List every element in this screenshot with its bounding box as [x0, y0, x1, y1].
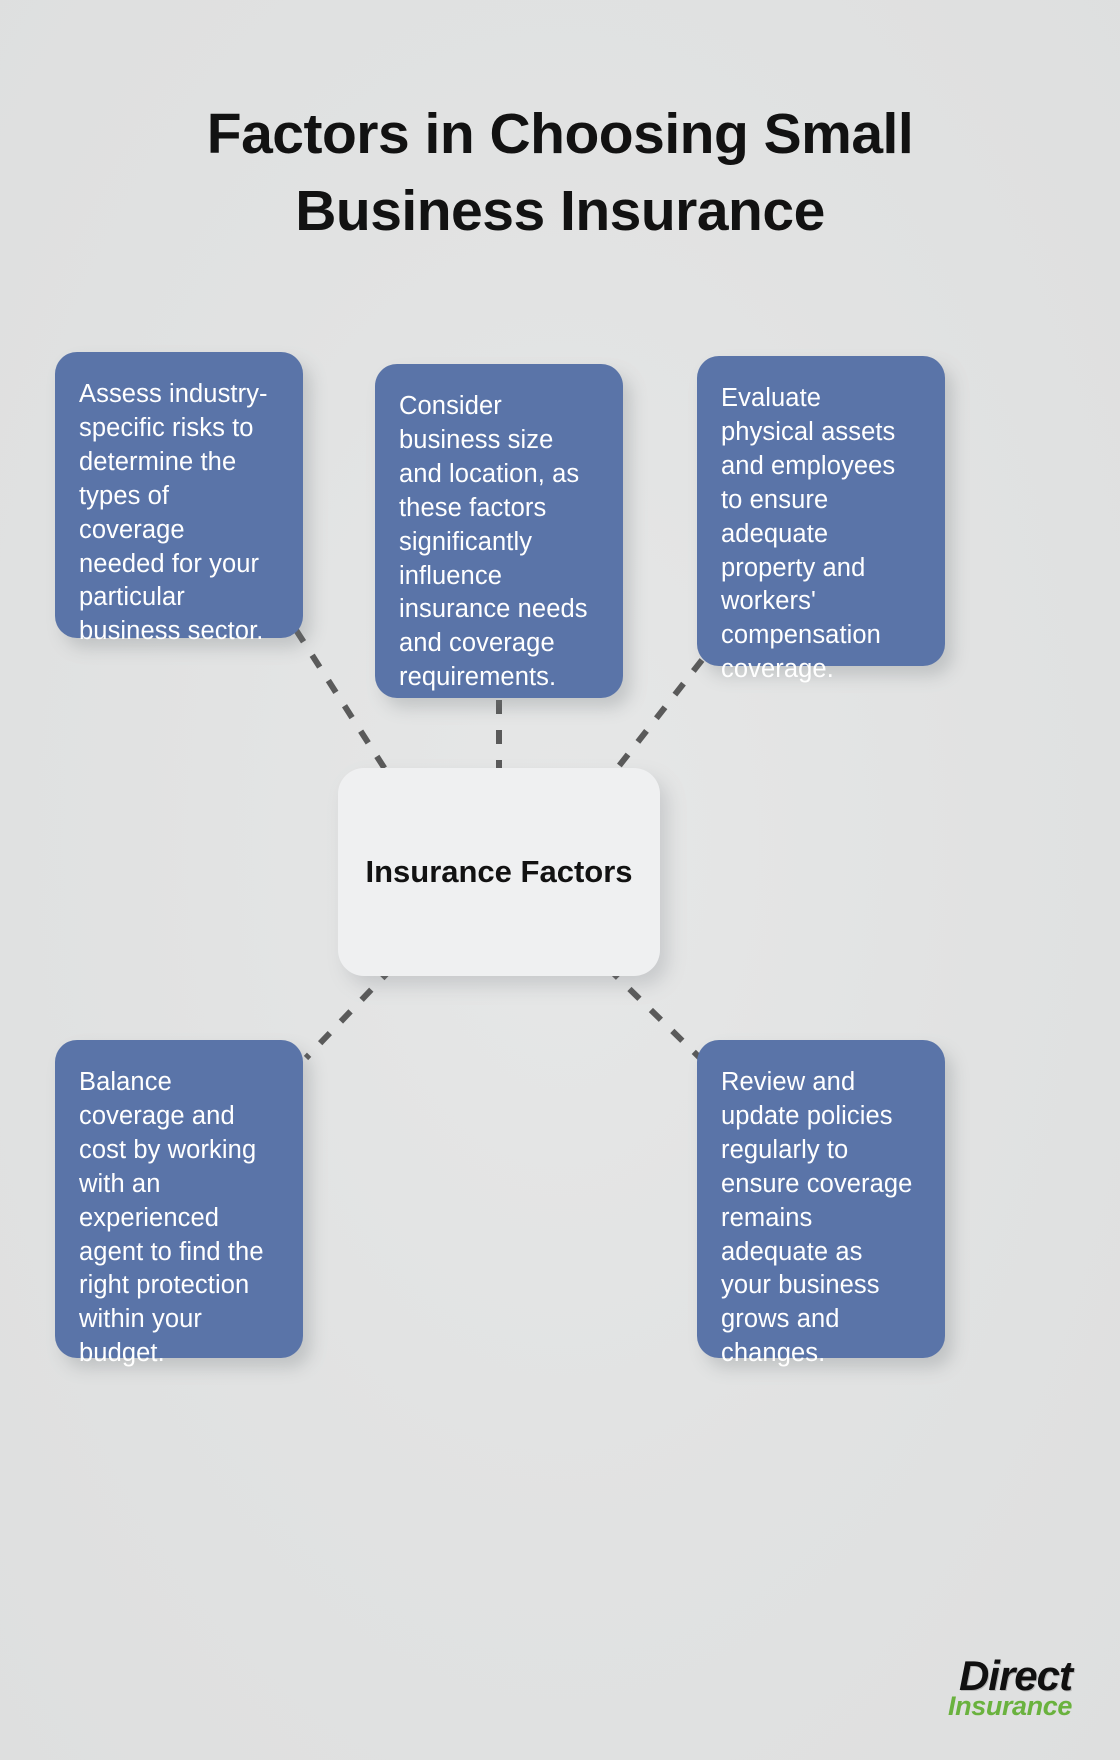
factor-card-bottom-right[interactable]: Review and update policies regularly to …	[697, 1040, 945, 1367]
brand-logo-primary-text: Direct	[958, 1652, 1073, 1699]
factor-card-text: Balance coverage and cost by working wit…	[79, 1068, 264, 1368]
factor-card-text: Assess industry-specific risks to determ…	[79, 380, 268, 646]
factor-card-text: Consider business size and location, as …	[399, 392, 588, 692]
connector-bottom-left	[303, 965, 395, 1061]
factor-card-top-right[interactable]: Evaluate physical assets and employees t…	[697, 356, 945, 683]
factor-card-text: Review and update policies regularly to …	[721, 1068, 913, 1368]
brand-logo-secondary-text: Insurance	[948, 1691, 1072, 1721]
factor-card-bottom-left[interactable]: Balance coverage and cost by working wit…	[55, 1040, 303, 1367]
factor-card-top-left[interactable]: Assess industry-specific risks to determ…	[55, 352, 303, 645]
center-hub-label: Insurance Factors	[365, 853, 633, 889]
center-hub-card[interactable]: Insurance Factors	[338, 768, 660, 976]
page-title: Factors in Choosing Small Business Insur…	[206, 102, 914, 243]
factor-card-top-middle[interactable]: Consider business size and location, as …	[375, 364, 623, 698]
connector-bottom-right	[605, 965, 703, 1061]
brand-logo: Direct Insurance	[892, 1652, 1073, 1721]
factor-card-text: Evaluate physical assets and employees t…	[721, 384, 896, 684]
